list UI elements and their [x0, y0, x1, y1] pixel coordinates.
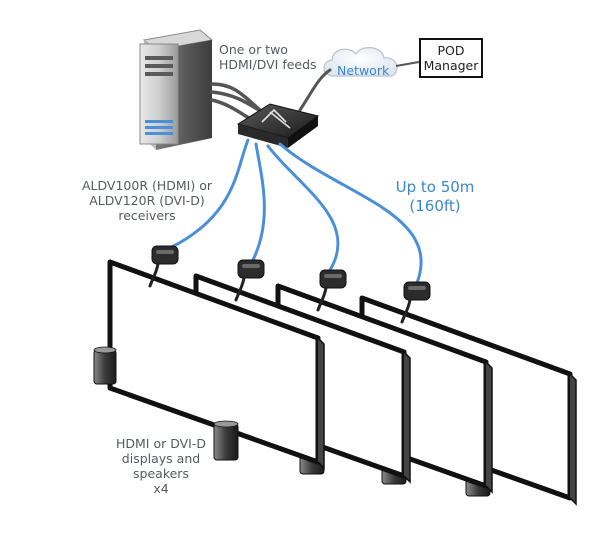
- receiver-icon: [400, 281, 431, 324]
- network-cable: [298, 68, 332, 112]
- feeds-label: One or two HDMI/DVI feeds: [219, 42, 317, 72]
- display-unit: [93, 245, 325, 470]
- displays-label-line1: HDMI or DVI-D: [115, 436, 206, 451]
- display-side-edge: [317, 337, 325, 470]
- distance-label-line2: (160ft): [409, 197, 461, 215]
- receivers-label-line3: receivers: [118, 208, 176, 223]
- displays-label-line2: displays and speakers: [121, 451, 201, 481]
- distance-label: Up to 50m (160ft): [380, 178, 490, 216]
- catx-cables: [168, 138, 423, 292]
- pod-label-line2: Manager: [423, 58, 479, 73]
- pod-manager-box: POD Manager: [419, 38, 483, 78]
- speaker-icon: [213, 420, 239, 461]
- receiver-icon: [316, 269, 347, 312]
- feeds-label-line2: HDMI/DVI feeds: [219, 57, 317, 72]
- displays-label: HDMI or DVI-D displays and speakers x4: [92, 436, 230, 496]
- receiver-icon: [148, 245, 179, 288]
- receiver-icon: [234, 259, 265, 302]
- display-side-edge: [569, 373, 577, 506]
- computer-tower-icon: [139, 29, 214, 150]
- speaker-icon: [93, 346, 117, 385]
- receivers-label-line1: ALDV100R (HDMI) or: [82, 178, 212, 193]
- display-side-edge: [403, 351, 411, 484]
- network-label: Network: [337, 63, 390, 78]
- pod-label-line1: POD: [437, 43, 465, 58]
- displays-label-line3: x4: [153, 481, 169, 496]
- receivers-label-line2: ALDV120R (DVI-D): [89, 193, 205, 208]
- network-cloud-icon: [323, 47, 398, 77]
- receivers-label: ALDV100R (HDMI) or ALDV120R (DVI-D) rece…: [62, 178, 232, 223]
- displays-group: [93, 245, 577, 506]
- transmitter-box-icon: [236, 103, 320, 148]
- display-side-edge: [485, 361, 493, 494]
- distance-label-line1: Up to 50m: [395, 178, 475, 196]
- pod-link-line: [395, 61, 420, 67]
- feeds-label-line1: One or two: [219, 42, 288, 57]
